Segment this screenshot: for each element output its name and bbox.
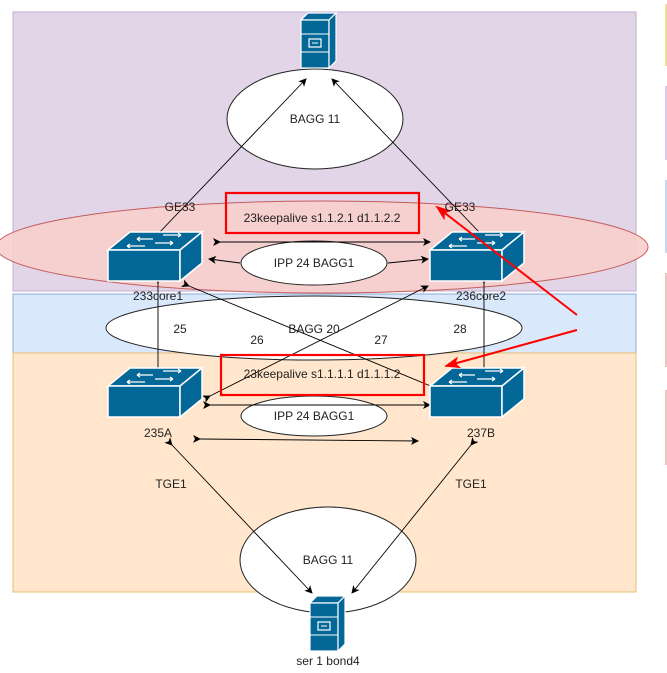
core2-label: 236core2 <box>456 289 506 303</box>
link-core1-server <box>150 78 307 242</box>
keepalive-box-top <box>224 191 421 235</box>
bottom-server-label: ser 1 bond4 <box>296 654 360 668</box>
sw-a-switch-icon[interactable] <box>107 367 203 418</box>
bagg-top-label: BAGG 11 <box>290 112 341 126</box>
bagg-bottom-label: BAGG 11 <box>303 553 354 567</box>
core2-switch-icon[interactable] <box>429 231 525 282</box>
ge33-right-label: GE33 <box>445 200 476 214</box>
annotation-arrow-bottom <box>444 329 578 369</box>
ge33-left-label: GE33 <box>165 200 196 214</box>
core1-label: 233core1 <box>133 289 183 303</box>
link-core2-server <box>331 78 489 242</box>
links <box>150 78 489 594</box>
link-b-server <box>351 437 479 594</box>
keepalive-bottom-label: 23keepalive s1.1.1.1 d1.1.1.2 <box>244 367 401 381</box>
core1-switch-icon[interactable] <box>107 231 203 282</box>
annotation-arrow-top <box>435 205 578 316</box>
link-27 <box>181 279 446 394</box>
link-28-label: 28 <box>453 322 467 336</box>
link-25-label: 25 <box>173 322 187 336</box>
tge1-right-label: TGE1 <box>455 477 487 491</box>
link-27-label: 27 <box>374 333 388 347</box>
top-server-icon[interactable] <box>300 12 337 69</box>
keepalive-box-bottom <box>219 353 426 397</box>
link-ipp-top-left <box>208 255 241 264</box>
ipp-bottom-label: IPP 24 BAGG1 <box>274 409 355 423</box>
link-ipp-top-right <box>387 255 429 264</box>
tge1-left-label: TGE1 <box>155 477 187 491</box>
link-26-label: 26 <box>250 333 264 347</box>
link-a-server <box>164 437 313 594</box>
bottom-server-icon[interactable] <box>309 595 346 652</box>
keepalive-top-label: 23keepalive s1.1.2.1 d1.1.2.2 <box>244 211 401 225</box>
sw-b-label: 237B <box>467 426 495 440</box>
sw-b-switch-icon[interactable] <box>429 367 525 418</box>
sw-a-label: 235A <box>144 426 172 440</box>
bagg-mid-label: BAGG 20 <box>288 322 340 336</box>
ipp-top-label: IPP 24 BAGG1 <box>274 256 355 270</box>
